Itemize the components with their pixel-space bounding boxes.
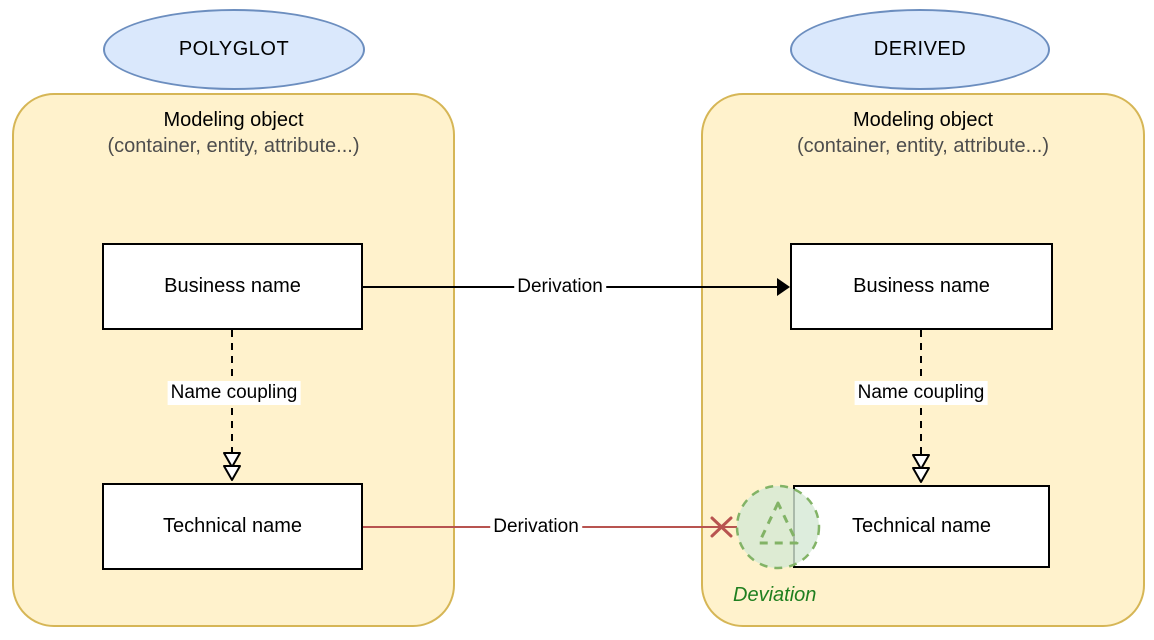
business-name-box-right: Business name <box>790 243 1053 330</box>
container-title-right: Modeling object <box>852 109 994 131</box>
name-coupling-label-right: Name coupling <box>854 381 988 405</box>
derived-badge-label: DERIVED <box>873 38 967 60</box>
business-name-label-left: Business name <box>164 275 301 297</box>
business-name-box-left: Business name <box>102 243 363 330</box>
business-name-label-right: Business name <box>853 275 990 297</box>
derivation-arrow-label: Derivation <box>514 275 606 299</box>
container-subtitle-left: (container, entity, attribute...) <box>107 135 360 157</box>
deviation-label: Deviation <box>733 584 817 606</box>
container-subtitle-right: (container, entity, attribute...) <box>797 135 1049 157</box>
container-heading-right: Modeling object (container, entity, attr… <box>703 107 1143 159</box>
polyglot-badge-ellipse: POLYGLOT <box>103 9 365 90</box>
technical-name-label-left: Technical name <box>163 515 302 537</box>
technical-name-box-left: Technical name <box>102 483 363 570</box>
technical-name-label-right: Technical name <box>852 515 991 537</box>
name-coupling-label-left: Name coupling <box>167 381 301 405</box>
blocked-derivation-arrow-label: Derivation <box>490 515 582 539</box>
derived-badge-ellipse: DERIVED <box>790 9 1050 90</box>
container-heading-left: Modeling object (container, entity, attr… <box>14 107 453 159</box>
technical-name-box-right: Technical name <box>793 485 1050 568</box>
polyglot-badge-label: POLYGLOT <box>178 38 290 60</box>
container-title-left: Modeling object <box>163 109 304 131</box>
